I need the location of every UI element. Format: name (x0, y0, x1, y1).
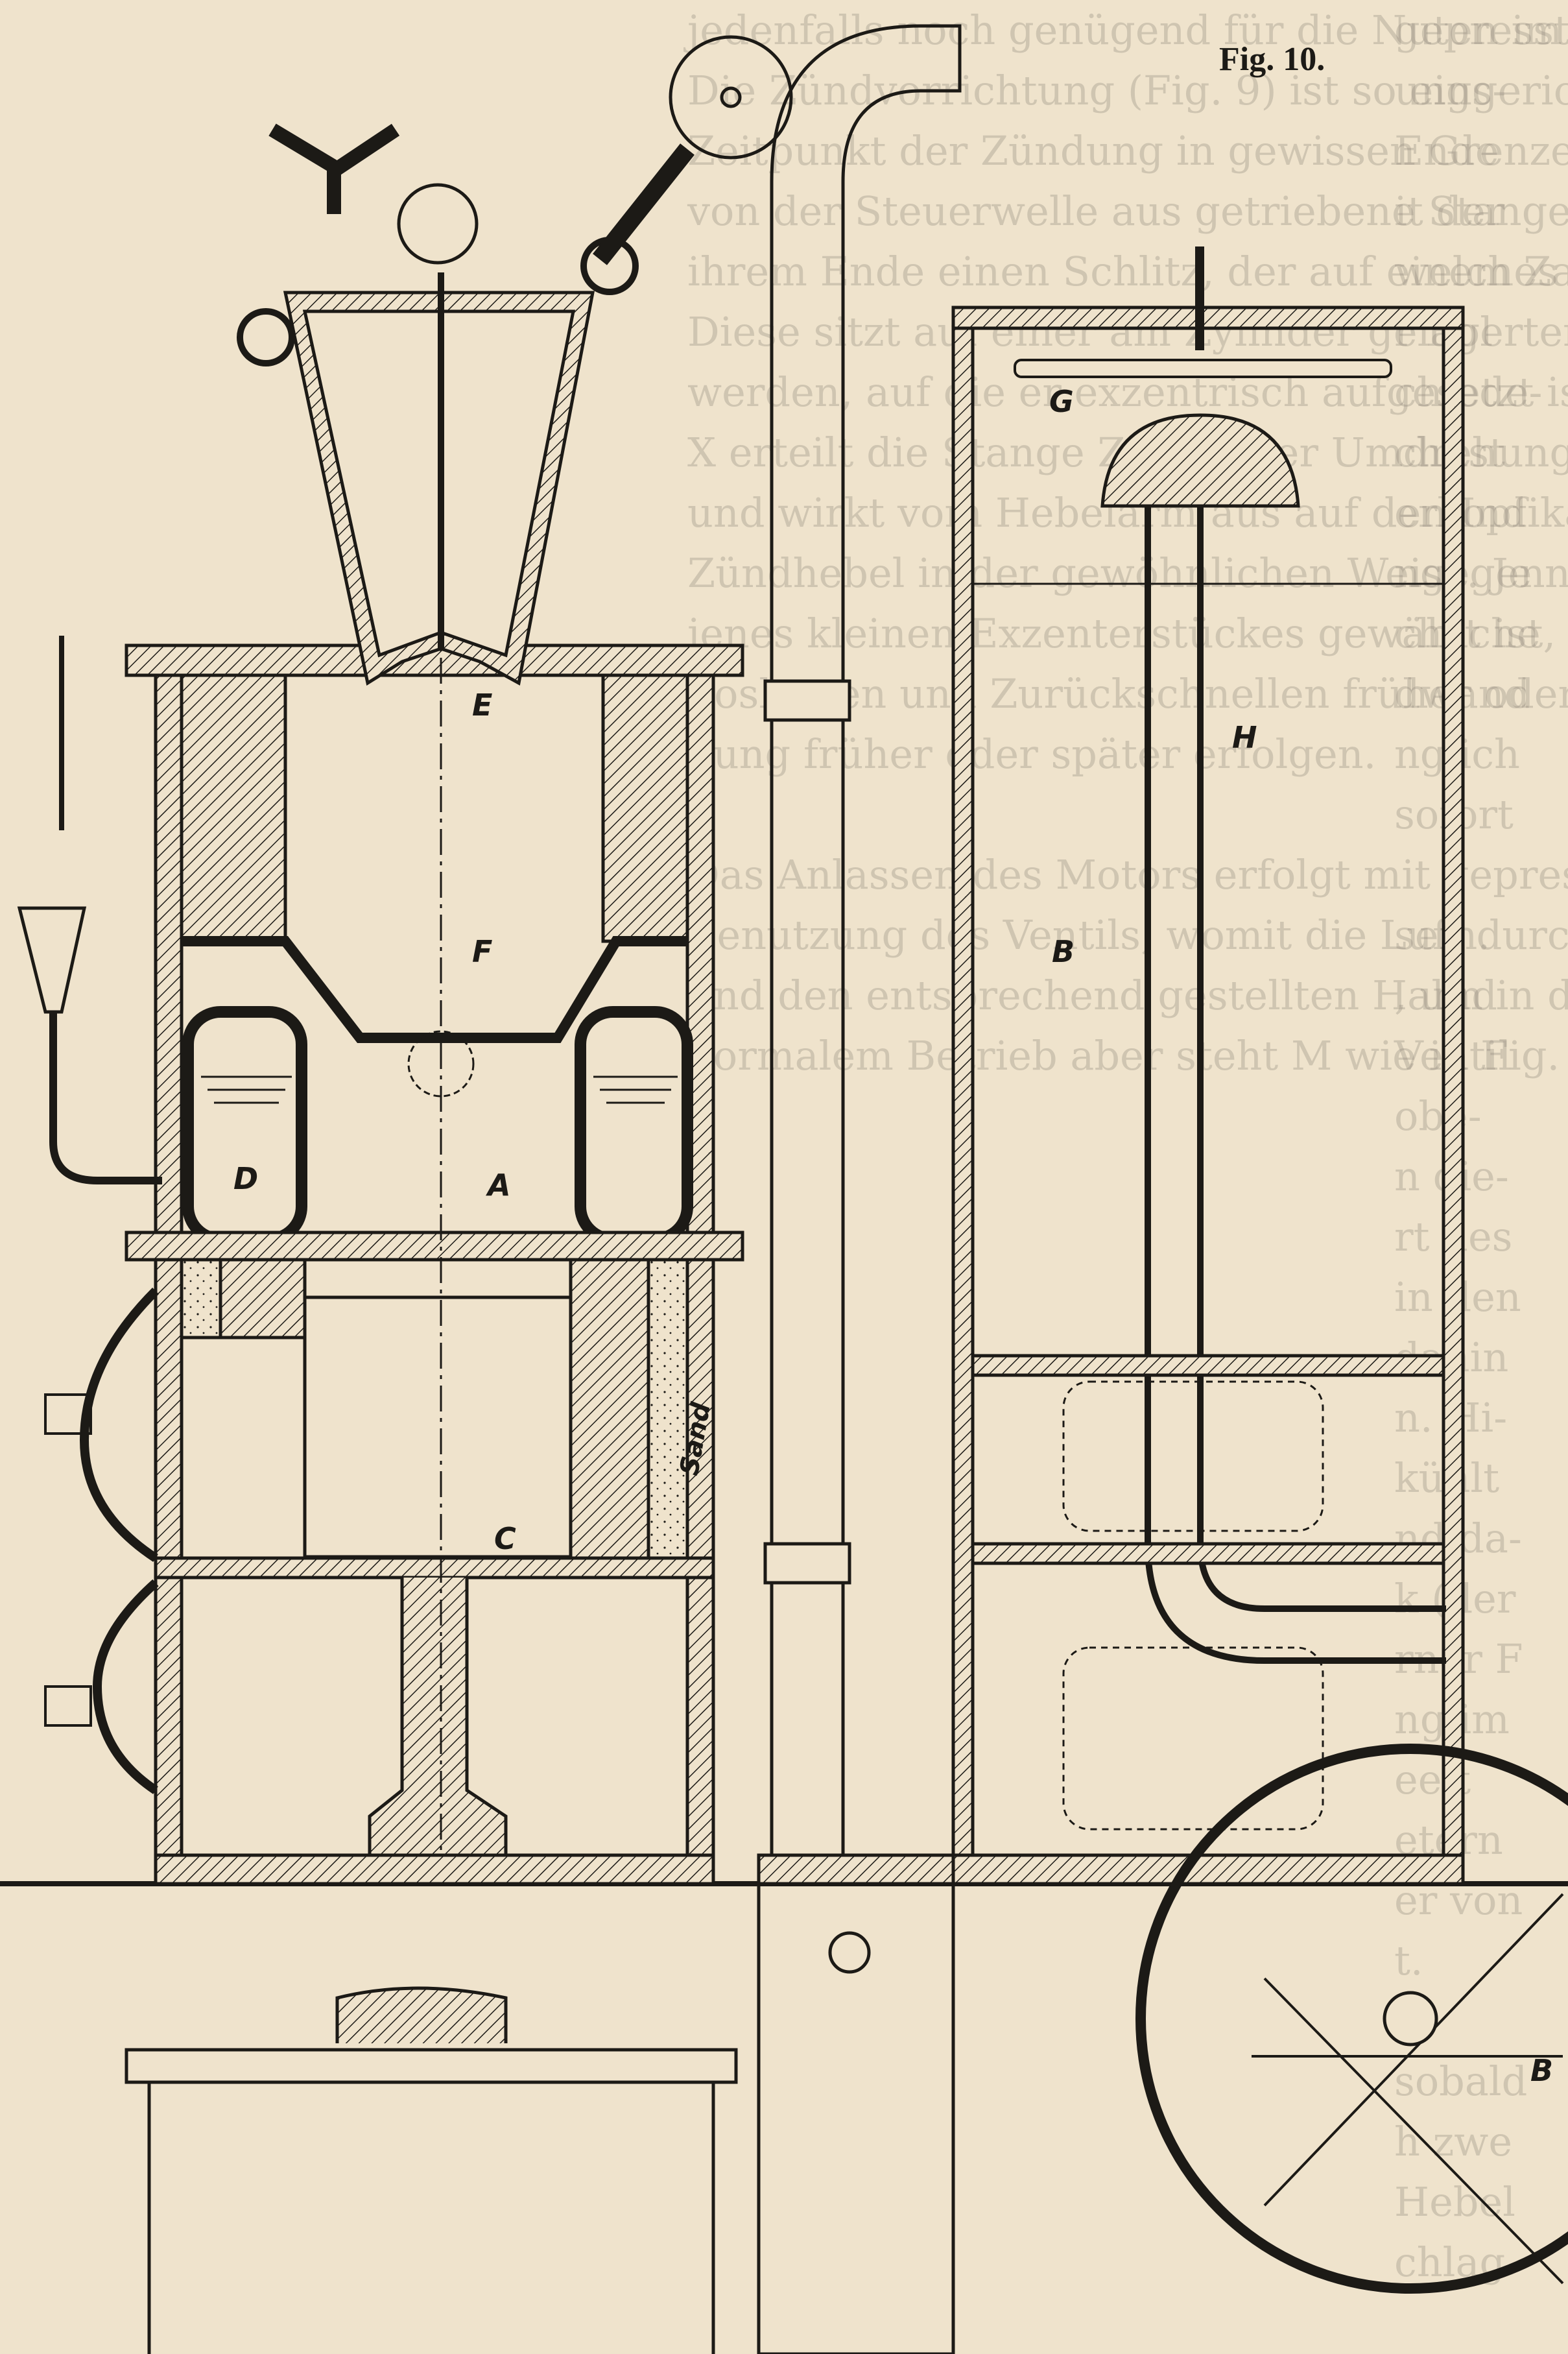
label-a: A (488, 1168, 511, 1203)
text-line: it der (1394, 187, 1505, 235)
valve-disc (669, 35, 793, 160)
text-line: jenes kleinen Exzenterstückes gewählt is… (687, 610, 1568, 657)
lower-vessel (125, 1882, 955, 2354)
text-line: chliche (1394, 610, 1541, 657)
text-line: gepresste (1394, 6, 1568, 54)
tank (951, 246, 1465, 1886)
figure-caption: Fig. 10. (1219, 41, 1325, 78)
label-h: H (1232, 720, 1257, 755)
label-f: F (472, 934, 493, 969)
text-line: Benutzung des Ventils, womit die Luft du… (687, 911, 1568, 959)
text-line: ihrem Ende einen Schlitz, der auf einem … (687, 248, 1568, 295)
label-d: D (233, 1161, 259, 1196)
label-e: E (472, 688, 493, 723)
text-line: dung früher oder später erfolgen. (687, 730, 1377, 778)
label-g: G (1049, 384, 1074, 419)
text-line: ungs- (1394, 67, 1506, 114)
text-line: obe- (1394, 1092, 1482, 1140)
exhaust-pipe (770, 24, 962, 1884)
text-line: sobald (1394, 2058, 1528, 2105)
text-line: welches (1394, 248, 1558, 295)
text-line: Das Anlassen des Motors erfolgt mit gepr… (687, 851, 1568, 898)
hopper (237, 123, 695, 686)
text-line: h zwe (1394, 2118, 1513, 2165)
text-line: ngegen (1394, 549, 1545, 597)
text-line: Zündhebel in der gewöhnlichen Weise. Je … (687, 549, 1568, 597)
text-line: von der Steuerwelle aus getriebene Stang… (687, 187, 1568, 235)
oil-funnel (17, 636, 162, 1184)
text-line: chiede- (1394, 368, 1543, 416)
engine-body (44, 272, 744, 1886)
label-b-lower: B (1530, 2053, 1554, 2088)
text-line: Die Zündvorrichtung (Fig. 9) ist so eing… (687, 67, 1568, 114)
label-b: B (1052, 934, 1075, 969)
text-line: und den entsprechend gestellten Hahn in … (687, 972, 1568, 1019)
label-c: C (494, 1521, 516, 1556)
text-line: Ende (1394, 127, 1499, 174)
text-line: Hebel (1394, 2178, 1515, 2226)
lower-wheel (1135, 1744, 1568, 2294)
text-line: normalem Betrieb aber steht M wie in Fig… (687, 1032, 1568, 1079)
text-line: t. (1394, 1937, 1423, 1984)
text-line: Zeitpunkt der Zündung in gewissen Grenze… (687, 127, 1568, 174)
